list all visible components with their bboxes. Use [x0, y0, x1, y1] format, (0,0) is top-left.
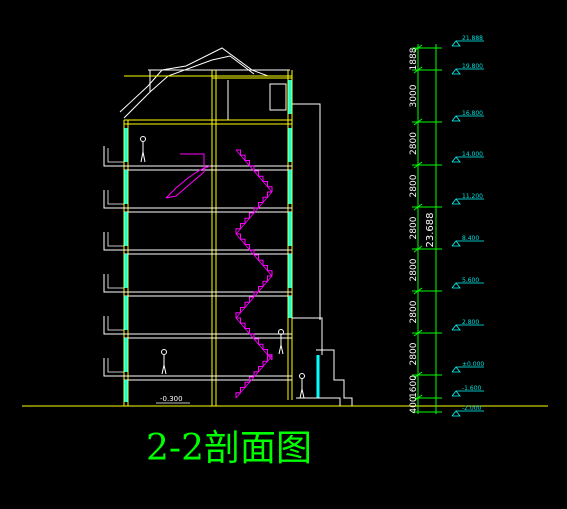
- stair-stringer: [235, 149, 273, 193]
- elevation-triangle: [451, 282, 461, 289]
- floor-slabs: [104, 165, 292, 381]
- balcony-rail-inner: [107, 190, 124, 205]
- ground-elevation-mark: -0.300: [156, 395, 190, 404]
- balcony-rail-inner: [107, 358, 124, 373]
- balcony-rail: [103, 232, 124, 251]
- stair-stringer: [235, 233, 273, 277]
- balcony-rail-inner: [107, 148, 124, 163]
- elevation-triangle: [451, 40, 461, 47]
- elevation-triangle: [451, 366, 461, 373]
- segment-dimension-label: 1888: [409, 47, 419, 70]
- stair-flight: [165, 165, 211, 199]
- dimension-slash: [413, 118, 423, 126]
- elevation-marks: 21.888 19.800 16.800 14.000 11.200 8.400 5.600…: [451, 35, 484, 417]
- dimension-chain: 23.688: [412, 44, 442, 414]
- balcony-rail-inner: [107, 232, 124, 247]
- building-structure: [123, 70, 293, 406]
- dimension-slash: [413, 329, 423, 337]
- person-figure: [299, 373, 305, 399]
- balcony-rail-inner: [107, 316, 124, 331]
- balcony-rail: [103, 274, 124, 293]
- elevation-label: 14.000: [462, 151, 483, 158]
- balcony-rail: [103, 146, 124, 167]
- elevation-triangle: [451, 410, 461, 417]
- balcony-rail: [103, 148, 124, 167]
- balconies: [103, 146, 124, 377]
- dimension-slash: [413, 203, 423, 211]
- drawing-title: 2-2剖面图: [146, 428, 312, 469]
- elevation-triangle: [451, 115, 461, 122]
- balcony-rail-inner: [107, 274, 124, 289]
- segment-dimension-label: 1600: [409, 375, 419, 398]
- elevation-label: 5.600: [462, 277, 479, 284]
- elevation-triangle: [451, 324, 461, 331]
- total-height-label: 23.688: [425, 213, 436, 248]
- staircase: [165, 149, 273, 399]
- segment-dimension-label: 2800: [409, 132, 419, 155]
- elevation-label: ±0.000: [462, 361, 484, 368]
- elevation-label: 19.800: [462, 63, 483, 70]
- elevation-label: -2.000: [462, 405, 482, 412]
- segment-dimension-label: 2800: [409, 300, 419, 323]
- segment-dimension-label: 2800: [409, 258, 419, 281]
- person-figure: [278, 329, 284, 355]
- roof: [119, 47, 290, 119]
- scale-figures: [140, 136, 305, 399]
- elevation-label: 11.200: [462, 193, 483, 200]
- person-figure: [161, 349, 167, 375]
- dimension-slash: [413, 394, 423, 402]
- person-figure: [140, 136, 146, 163]
- segment-dimension-label: 2800: [409, 342, 419, 365]
- elevation-triangle: [451, 390, 461, 397]
- dimension-slash: [413, 66, 423, 74]
- elevation-label: 8.400: [462, 235, 479, 242]
- elevation-label: -1.600: [462, 385, 482, 392]
- dimension-slash: [413, 245, 423, 253]
- balcony-rail: [103, 190, 124, 209]
- segment-dimension-label: 2800: [409, 216, 419, 239]
- elevation-triangle: [451, 156, 461, 163]
- segment-dimension-label: 3000: [409, 84, 419, 107]
- stair-flight: [165, 153, 205, 199]
- elevation-triangle: [451, 198, 461, 205]
- dimension-slash: [413, 161, 423, 169]
- elevation-label: 16.800: [462, 110, 483, 117]
- ground-mark-label: -0.300: [160, 395, 183, 403]
- balcony-rail: [103, 358, 124, 377]
- dimension-slash: [413, 371, 423, 379]
- dimension-slash: [413, 287, 423, 295]
- stair-stringer: [235, 191, 273, 235]
- elevation-label: 2.800: [462, 319, 479, 326]
- segment-dimension-label: 400: [409, 396, 419, 413]
- balcony-rail: [103, 316, 124, 335]
- annex: [227, 80, 353, 406]
- segment-dimension-label: 2800: [409, 174, 419, 197]
- elevation-triangle: [451, 68, 461, 75]
- stair-stringer: [235, 355, 273, 399]
- elevation-label: 21.888: [462, 35, 483, 42]
- stair-stringer: [235, 317, 273, 361]
- dimension-slash: [413, 44, 423, 52]
- elevation-triangle: [451, 240, 461, 247]
- stair-stringer: [235, 275, 273, 319]
- windows: [124, 80, 320, 402]
